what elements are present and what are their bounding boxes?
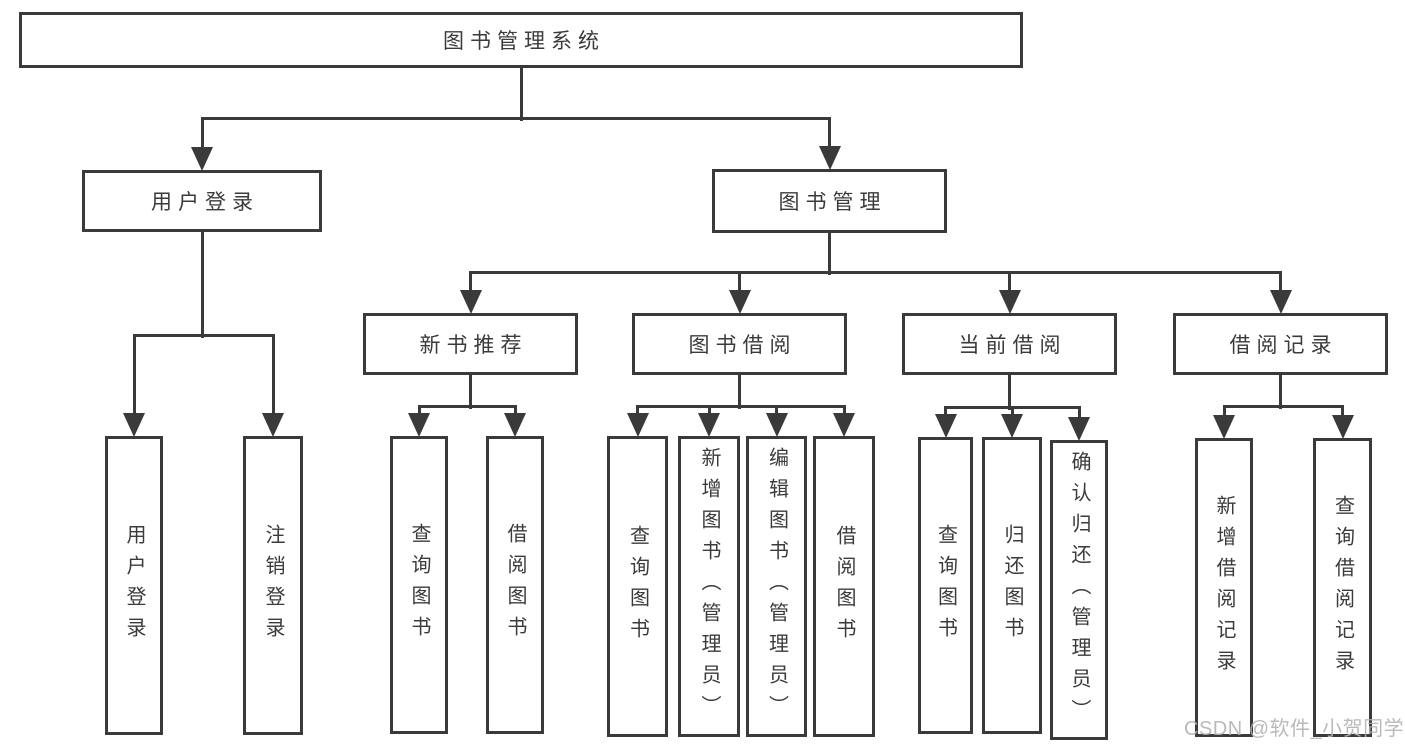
arrowhead-down-icon-leaf-user-login xyxy=(123,413,145,437)
node-leaf-query-book-1: 查询图书 xyxy=(390,436,448,734)
node-leaf-query-book-3: 查询图书 xyxy=(918,437,973,734)
connector-shaft-leaf-return-book xyxy=(1010,407,1014,415)
node-label-leaf-borrow-book-1: 借阅图书 xyxy=(504,523,526,647)
connector-stem-book-borrow xyxy=(738,374,741,409)
connector-shaft-leaf-borrow-book-1 xyxy=(513,406,517,414)
node-label-leaf-logout: 注销登录 xyxy=(262,523,284,648)
connector-bus-new-book-rec xyxy=(417,404,517,408)
node-label-leaf-add-record: 新增借阅记录 xyxy=(1213,494,1235,681)
node-leaf-confirm-return: 确认归还（管理员） xyxy=(1050,440,1108,740)
arrowhead-down-icon-current-borrow xyxy=(998,290,1021,314)
connector-shaft-leaf-user-login xyxy=(132,335,136,414)
node-leaf-logout: 注销登录 xyxy=(243,436,303,735)
node-leaf-query-book-2: 查询图书 xyxy=(607,436,668,737)
connector-shaft-leaf-borrow-book-2 xyxy=(842,406,846,414)
node-label-borrow-records: 借阅记录 xyxy=(1229,334,1338,357)
arrowhead-down-icon-leaf-query-book-2 xyxy=(626,413,649,437)
node-label-book-borrow: 图书借阅 xyxy=(688,334,797,357)
arrowhead-down-icon-leaf-query-book-1 xyxy=(408,413,430,437)
connector-shaft-leaf-add-book xyxy=(707,406,711,414)
connector-stem-user-login xyxy=(200,231,204,338)
connector-shaft-leaf-add-record xyxy=(1222,406,1226,416)
csdn-watermark: CSDN @软件_小贺同学 xyxy=(1184,718,1405,740)
node-label-leaf-query-book-3: 查询图书 xyxy=(934,523,957,648)
node-book-borrow: 图书借阅 xyxy=(632,313,847,375)
connector-shaft-leaf-query-book-2 xyxy=(636,406,639,414)
node-label-leaf-borrow-book-2: 借阅图书 xyxy=(833,524,855,649)
node-leaf-query-record: 查询借阅记录 xyxy=(1313,438,1372,737)
arrowhead-down-icon-borrow-records xyxy=(1269,290,1292,314)
node-label-leaf-confirm-return: 确认归还（管理员） xyxy=(1068,450,1090,730)
arrowhead-down-icon-leaf-return-book xyxy=(1001,414,1023,438)
connector-stem-current-borrow xyxy=(1008,374,1011,410)
node-user-login: 用户登录 xyxy=(82,170,322,232)
connector-shaft-leaf-logout xyxy=(271,335,275,414)
connector-bus-user-login xyxy=(132,333,275,337)
node-label-user-login: 用户登录 xyxy=(151,191,259,214)
node-label-leaf-return-book: 归还图书 xyxy=(1001,523,1023,648)
connector-shaft-leaf-query-book-1 xyxy=(417,406,421,414)
node-label-book-mgmt: 图书管理 xyxy=(778,191,887,214)
node-leaf-user-login: 用户登录 xyxy=(105,436,163,735)
node-leaf-edit-book: 编辑图书（管理员） xyxy=(746,436,807,737)
node-current-borrow: 当前借阅 xyxy=(902,313,1117,375)
connector-bus-root xyxy=(200,116,831,120)
arrowhead-down-icon-leaf-confirm-return xyxy=(1068,417,1090,441)
connector-stem-book-mgmt xyxy=(828,232,831,275)
arrowhead-down-icon-leaf-add-record xyxy=(1213,415,1235,439)
node-label-leaf-query-record: 查询借阅记录 xyxy=(1331,494,1354,681)
node-book-mgmt: 图书管理 xyxy=(712,169,947,233)
node-leaf-add-record: 新增借阅记录 xyxy=(1195,438,1253,737)
node-label-current-borrow: 当前借阅 xyxy=(958,334,1067,357)
arrowhead-down-icon-leaf-query-book-3 xyxy=(934,414,957,438)
arrowhead-down-icon-leaf-borrow-book-1 xyxy=(504,413,526,437)
arrowhead-down-icon-book-mgmt xyxy=(818,146,841,170)
arrowhead-down-icon-leaf-edit-book xyxy=(765,413,788,437)
connector-bus-book-borrow xyxy=(636,404,846,408)
connector-shaft-leaf-confirm-return xyxy=(1077,407,1081,418)
connector-shaft-book-mgmt xyxy=(828,118,831,147)
node-new-book-rec: 新书推荐 xyxy=(363,313,578,375)
connector-shaft-book-borrow xyxy=(738,272,741,291)
arrowhead-down-icon-book-borrow xyxy=(728,290,751,314)
node-leaf-borrow-book-2: 借阅图书 xyxy=(813,436,875,737)
arrowhead-down-icon-leaf-borrow-book-2 xyxy=(833,413,855,437)
connector-stem-borrow-records xyxy=(1279,374,1282,409)
node-label-leaf-query-book-2: 查询图书 xyxy=(626,524,649,649)
arrowhead-down-icon-user-login xyxy=(191,147,213,171)
arrowhead-down-icon-leaf-query-record xyxy=(1331,415,1354,439)
arrowhead-down-icon-leaf-logout xyxy=(262,413,284,437)
node-leaf-borrow-book-1: 借阅图书 xyxy=(486,436,544,734)
arrowhead-down-icon-leaf-add-book xyxy=(698,413,720,437)
connector-bus-book-mgmt xyxy=(469,270,1282,274)
connector-shaft-user-login xyxy=(200,118,204,148)
connector-stem-root xyxy=(519,67,523,121)
connector-shaft-leaf-query-book-3 xyxy=(944,407,947,415)
connector-shaft-new-book-rec xyxy=(469,272,472,291)
node-label-leaf-add-book: 新增图书（管理员） xyxy=(698,447,720,726)
node-label-leaf-user-login: 用户登录 xyxy=(123,523,145,648)
node-leaf-add-book: 新增图书（管理员） xyxy=(678,436,740,737)
node-label-new-book-rec: 新书推荐 xyxy=(419,334,528,357)
connector-bus-borrow-records xyxy=(1222,404,1344,408)
connector-stem-new-book-rec xyxy=(469,374,472,409)
node-label-root: 图书管理系统 xyxy=(443,30,605,53)
connector-shaft-leaf-edit-book xyxy=(775,406,778,414)
connector-shaft-current-borrow xyxy=(1008,272,1011,291)
node-borrow-records: 借阅记录 xyxy=(1173,313,1388,375)
connector-shaft-leaf-query-record xyxy=(1341,406,1344,416)
node-leaf-return-book: 归还图书 xyxy=(982,437,1042,734)
node-root: 图书管理系统 xyxy=(19,12,1023,68)
node-label-leaf-edit-book: 编辑图书（管理员） xyxy=(765,447,788,726)
connector-shaft-borrow-records xyxy=(1279,272,1282,291)
arrowhead-down-icon-new-book-rec xyxy=(459,290,482,314)
node-label-leaf-query-book-1: 查询图书 xyxy=(408,523,430,647)
